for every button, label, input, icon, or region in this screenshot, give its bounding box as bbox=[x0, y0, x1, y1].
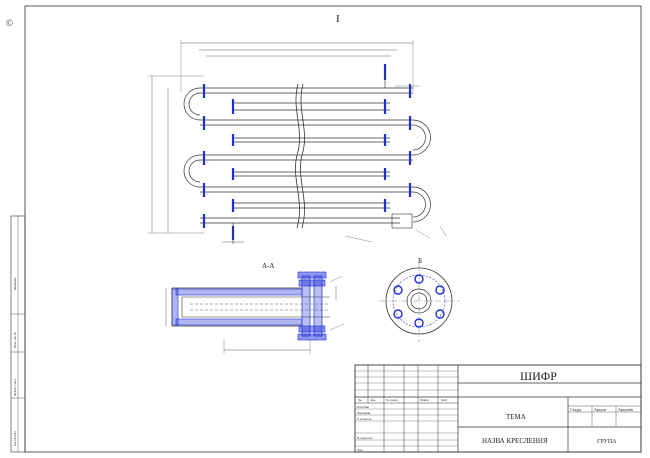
view-mark-top: I bbox=[336, 13, 340, 25]
sheet-header: Аркуш bbox=[594, 407, 606, 412]
stamp-primary: Первинне bbox=[13, 277, 17, 290]
role-norm-control: Н. контроль bbox=[357, 436, 373, 440]
corner-glyph: © bbox=[6, 18, 13, 28]
stamp-mutual-inv: Взам. інв. № bbox=[13, 332, 17, 348]
rev-header-change: Зм. bbox=[358, 398, 362, 402]
role-approved: Затв. bbox=[357, 448, 363, 452]
drawing-name: НАЗВА КРЕСЛЕННЯ bbox=[482, 437, 548, 445]
section-label: А-А bbox=[262, 262, 274, 270]
stage-header: Стадія bbox=[570, 407, 581, 412]
detail-view: Б bbox=[380, 257, 460, 342]
title-block bbox=[354, 364, 642, 453]
main-view bbox=[148, 40, 447, 244]
detail-label: Б bbox=[418, 257, 422, 265]
rev-header-signature: Підпис bbox=[420, 398, 430, 402]
group-label: ГРУПА bbox=[597, 439, 617, 445]
sheets-header: Аркушів bbox=[618, 407, 633, 412]
section-view: А-А bbox=[165, 262, 345, 354]
rev-header-sheet: Арк. bbox=[370, 398, 376, 402]
drawing-theme: ТЕМА bbox=[506, 413, 526, 421]
role-developed: Розробив bbox=[357, 405, 369, 409]
drawing-code: ШИФР bbox=[520, 369, 557, 383]
role-checked: Перевірив bbox=[357, 411, 371, 415]
sheet-frame bbox=[24, 5, 642, 453]
rev-header-date: Дата bbox=[441, 398, 448, 402]
side-stamp: Інв. № підл. Підпис і дата Взам. інв. № … bbox=[10, 215, 26, 453]
stamp-signature: Підпис і дата bbox=[13, 378, 17, 396]
rev-header-doc: № докум. bbox=[386, 398, 398, 402]
stamp-inventory: Інв. № підл. bbox=[13, 430, 17, 446]
role-tech-control: Т. контроль bbox=[357, 417, 372, 421]
